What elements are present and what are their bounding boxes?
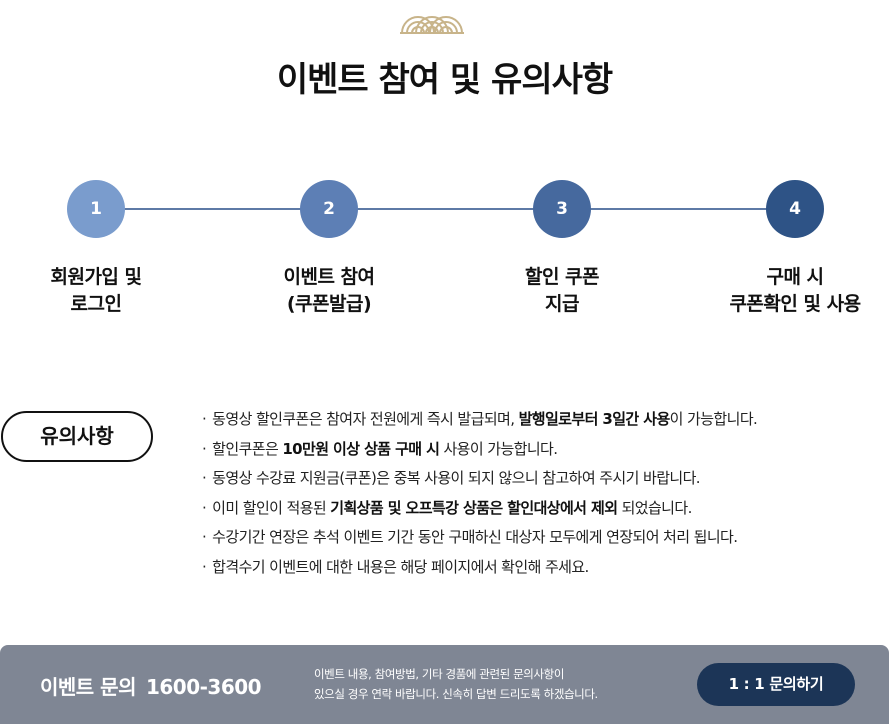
step-1-label-line2: 로그인 xyxy=(70,293,122,315)
notice-item: · 합격수기 이벤트에 대한 내용은 해당 페이지에서 확인해 주세요. xyxy=(202,553,882,583)
notice-highlight: 기획상품 및 오프특강 상품은 할인대상에서 제외 xyxy=(330,498,618,517)
notice-highlight: 발행일로부터 3일간 사용 xyxy=(518,410,671,428)
notice-badge: 유의사항 xyxy=(1,411,153,462)
step-2-label: 이벤트 참여 (쿠폰발급) xyxy=(219,264,439,318)
notice-item: · 이미 할인이 적용된 기획상품 및 오프특강 상품은 할인대상에서 제외 되었… xyxy=(202,494,882,524)
bullet: · xyxy=(202,528,207,546)
notice-item: · 수강기간 연장은 추석 이벤트 기간 동안 구매하신 대상자 모두에게 연장되… xyxy=(202,523,882,553)
step-1-number: 1 xyxy=(67,180,125,238)
notice-item: · 할인쿠폰은 10만원 이상 상품 구매 시 사용이 가능합니다. xyxy=(202,435,882,465)
event-inquiry-footer: 이벤트 문의 1600-3600 이벤트 내용, 참여방법, 기타 경품에 관련된… xyxy=(0,645,889,724)
step-3-label-line2: 지급 xyxy=(545,293,579,315)
notice-text: 이미 할인이 적용된 xyxy=(212,498,331,517)
notice-text: 합격수기 이벤트에 대한 내용은 해당 페이지에서 확인해 주세요. xyxy=(212,557,589,576)
notice-highlight: 10만원 이상 상품 구매 시 xyxy=(282,439,440,458)
one-to-one-inquiry-button[interactable]: 1 : 1 문의하기 xyxy=(697,663,855,706)
steps-connector-line xyxy=(96,208,796,210)
bullet: · xyxy=(202,469,207,487)
footer-desc-line2: 있으실 경우 연락 바랍니다. 신속히 답변 드리도록 하겠습니다. xyxy=(314,687,598,701)
step-3-number: 3 xyxy=(533,180,591,238)
notice-text: 사용이 가능합니다. xyxy=(439,439,558,458)
step-4-label-line2: 쿠폰확인 및 사용 xyxy=(729,293,861,315)
notice-text: 수강기간 연장은 추석 이벤트 기간 동안 구매하신 대상자 모두에게 연장되어… xyxy=(212,528,738,546)
step-3-label-line1: 할인 쿠폰 xyxy=(524,266,600,288)
step-4-label-line1: 구매 시 xyxy=(766,266,824,288)
step-2-label-line2: (쿠폰발급) xyxy=(286,293,372,315)
footer-title: 이벤트 문의 1600-3600 xyxy=(40,671,262,700)
notice-text: 동영상 수강료 지원금(쿠폰)은 중복 사용이 되지 않으니 참고하여 주시기 … xyxy=(212,469,700,487)
notice-text: 이 가능합니다. xyxy=(669,410,758,428)
notice-item: · 동영상 수강료 지원금(쿠폰)은 중복 사용이 되지 않으니 참고하여 주시기… xyxy=(202,464,882,494)
bullet: · xyxy=(202,498,207,517)
footer-description: 이벤트 내용, 참여방법, 기타 경품에 관련된 문의사항이 있으실 경우 연락… xyxy=(314,664,598,704)
footer-phone-number: 1600-3600 xyxy=(145,675,262,699)
bullet: · xyxy=(202,410,207,428)
notice-text: 되었습니다. xyxy=(617,498,693,517)
bullet: · xyxy=(202,439,207,458)
bullet: · xyxy=(202,557,207,576)
footer-title-label: 이벤트 문의 xyxy=(40,675,136,699)
wave-arcs-logo-icon xyxy=(400,16,464,34)
step-4: 4 구매 시 쿠폰확인 및 사용 xyxy=(685,180,889,318)
footer-desc-line1: 이벤트 내용, 참여방법, 기타 경품에 관련된 문의사항이 xyxy=(314,667,565,681)
step-4-number: 4 xyxy=(766,180,824,238)
step-2-number: 2 xyxy=(300,180,358,238)
step-2: 2 이벤트 참여 (쿠폰발급) xyxy=(219,180,439,318)
notice-list: · 동영상 할인쿠폰은 참여자 전원에게 즉시 발급되며, 발행일로부터 3일간 … xyxy=(202,405,882,582)
step-4-label: 구매 시 쿠폰확인 및 사용 xyxy=(685,264,889,318)
notice-text: 동영상 할인쿠폰은 참여자 전원에게 즉시 발급되며, xyxy=(212,410,519,428)
step-1: 1 회원가입 및 로그인 xyxy=(0,180,206,318)
step-3: 3 할인 쿠폰 지급 xyxy=(452,180,672,318)
notice-item: · 동영상 할인쿠폰은 참여자 전원에게 즉시 발급되며, 발행일로부터 3일간 … xyxy=(202,405,882,435)
step-2-label-line1: 이벤트 참여 xyxy=(283,266,375,288)
notice-text: 할인쿠폰은 xyxy=(212,439,283,458)
page-title: 이벤트 참여 및 유의사항 xyxy=(276,60,613,100)
step-1-label: 회원가입 및 로그인 xyxy=(0,264,206,318)
step-1-label-line1: 회원가입 및 xyxy=(50,266,142,288)
step-3-label: 할인 쿠폰 지급 xyxy=(452,264,672,318)
